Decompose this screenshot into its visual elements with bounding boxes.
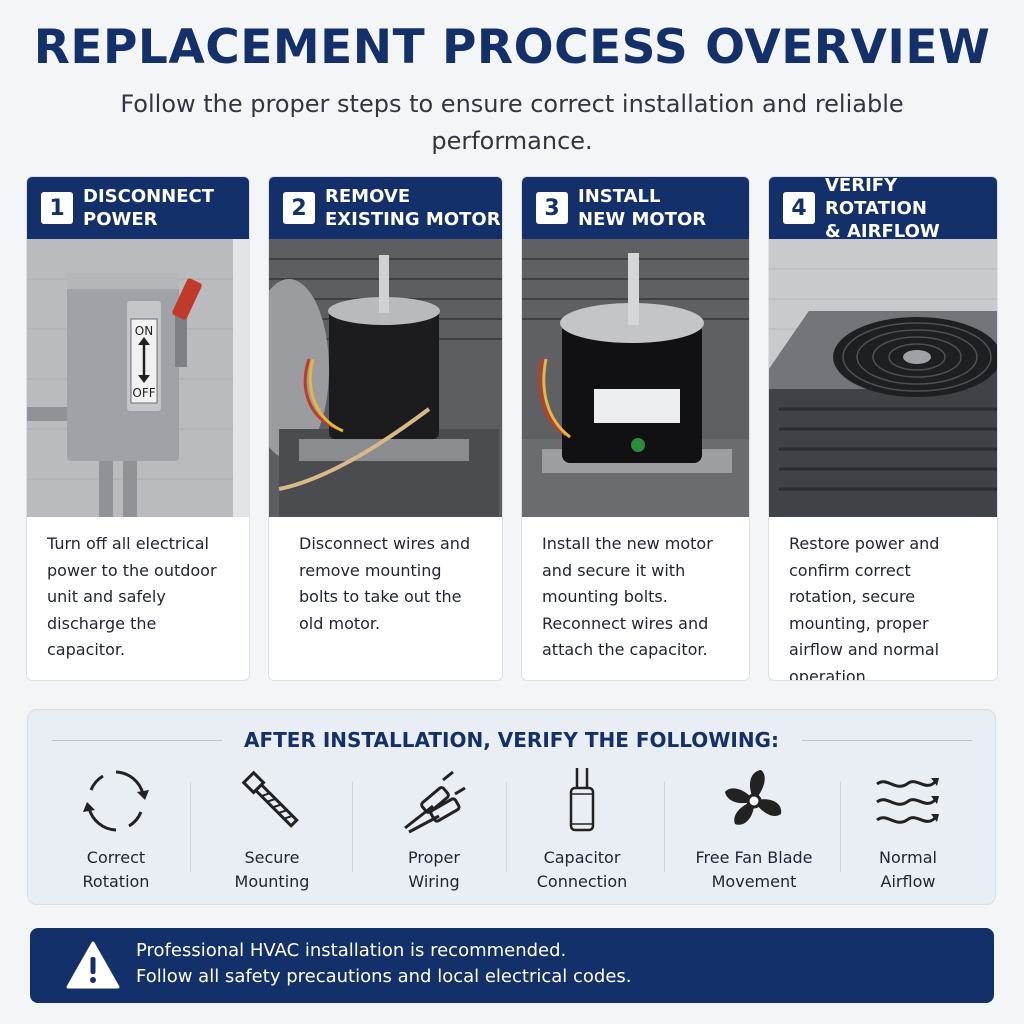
label-line: Connection <box>536 872 628 891</box>
page-title: REPLACEMENT PROCESS OVERVIEW <box>33 20 991 75</box>
verify-item-label: Proper Wiring <box>354 846 514 894</box>
step-number-badge: 4 <box>783 192 815 224</box>
step-title: VERIFY ROTATION & AIRFLOW <box>825 176 997 243</box>
label-line: Mounting <box>234 872 310 891</box>
new-motor-illustration <box>522 239 749 517</box>
verify-item-label: Normal Airflow <box>828 846 988 894</box>
condenser-unit-illustration <box>769 239 997 517</box>
warning-text: Professional HVAC installation is recomm… <box>136 938 632 990</box>
step-title-line: EXISTING MOTOR <box>325 209 501 230</box>
condenser-unit-photo <box>769 239 997 517</box>
label-line: Free Fan Blade <box>695 848 813 867</box>
new-motor-photo <box>522 239 749 517</box>
step-header: 1 DISCONNECT POWER <box>27 177 249 239</box>
step-card-3: 3 INSTALL NEW MOTOR <box>521 176 750 681</box>
wire-icon <box>399 766 469 836</box>
divider-line <box>52 740 222 741</box>
step-number-badge: 3 <box>536 192 568 224</box>
verify-panel: AFTER INSTALLATION, VERIFY THE FOLLOWING… <box>27 709 996 905</box>
label-line: Proper <box>408 848 460 867</box>
verify-item-fan: Free Fan Blade Movement <box>674 766 834 896</box>
verify-item-label: Correct Rotation <box>36 846 196 894</box>
verify-item-airflow: Normal Airflow <box>828 766 988 896</box>
verify-divider <box>664 782 665 872</box>
step-title-line: NEW MOTOR <box>578 209 707 230</box>
fan-icon <box>719 766 789 836</box>
disconnect-switch-photo: ON OFF <box>27 239 249 517</box>
verify-item-label: Free Fan Blade Movement <box>674 846 834 894</box>
step-header: 4 VERIFY ROTATION & AIRFLOW <box>769 177 997 242</box>
rotation-icon <box>81 766 151 836</box>
verify-item-mounting: Secure Mounting <box>192 766 352 896</box>
step-card-1: 1 DISCONNECT POWER <box>26 176 250 681</box>
verify-item-label: Secure Mounting <box>192 846 352 894</box>
verify-item-rotation: Correct Rotation <box>36 766 196 896</box>
step-title: DISCONNECT POWER <box>83 185 214 231</box>
label-line: Secure <box>244 848 300 867</box>
verify-divider <box>506 782 507 872</box>
verify-divider <box>352 782 353 872</box>
step-number-badge: 1 <box>41 192 73 224</box>
old-motor-illustration <box>269 239 502 517</box>
step-title-line: REMOVE <box>325 186 411 207</box>
verify-item-wiring: Proper Wiring <box>354 766 514 896</box>
step-description: Turn off all electrical power to the out… <box>47 534 217 659</box>
warning-line: Professional HVAC installation is recomm… <box>136 940 567 961</box>
label-line: Airflow <box>880 872 936 891</box>
step-title: REMOVE EXISTING MOTOR <box>325 185 501 231</box>
switch-on-label: ON <box>135 324 153 338</box>
bolt-icon <box>237 766 307 836</box>
old-motor-photo <box>269 239 502 517</box>
warning-line: Follow all safety precautions and local … <box>136 966 632 987</box>
switch-off-label: OFF <box>132 386 155 400</box>
verify-title: AFTER INSTALLATION, VERIFY THE FOLLOWING… <box>244 728 779 752</box>
step-title-line: POWER <box>83 209 158 230</box>
step-header: 3 INSTALL NEW MOTOR <box>522 177 749 239</box>
step-title-line: & AIRFLOW <box>825 220 940 242</box>
label-line: Correct <box>86 848 146 867</box>
step-card-4: 4 VERIFY ROTATION & AIRFLOW <box>768 176 998 681</box>
step-title-line: DISCONNECT <box>83 186 215 207</box>
step-description: Install the new motor and secure it with… <box>542 534 713 659</box>
warning-icon <box>66 940 120 990</box>
label-line: Wiring <box>408 872 460 891</box>
safety-warning-banner: Professional HVAC installation is recomm… <box>30 928 994 1003</box>
airflow-icon <box>873 766 943 836</box>
step-title-line: VERIFY ROTATION <box>825 176 927 219</box>
label-line: Movement <box>711 872 797 891</box>
verify-divider <box>190 782 191 872</box>
verify-item-label: Capacitor Connection <box>502 846 662 894</box>
steps-row: 1 DISCONNECT POWER <box>26 176 998 681</box>
capacitor-icon <box>547 766 617 836</box>
step-title-line: INSTALL <box>578 186 661 207</box>
label-line: Rotation <box>82 872 150 891</box>
label-line: Normal <box>879 848 937 867</box>
step-number-badge: 2 <box>283 192 315 224</box>
label-line: Capacitor <box>543 848 621 867</box>
step-header: 2 REMOVE EXISTING MOTOR <box>269 177 502 239</box>
step-description: Restore power and confirm correct rotati… <box>789 534 940 681</box>
verify-item-capacitor: Capacitor Connection <box>502 766 662 896</box>
verify-divider <box>840 782 841 872</box>
step-card-2: 2 REMOVE EXISTING MOTOR <box>268 176 503 681</box>
step-title: INSTALL NEW MOTOR <box>578 185 706 231</box>
disconnect-switch-illustration: ON OFF <box>27 239 249 517</box>
divider-line <box>802 740 972 741</box>
page-subtitle: Follow the proper steps to ensure correc… <box>120 90 904 155</box>
step-description: Disconnect wires and remove mounting bol… <box>299 534 471 633</box>
